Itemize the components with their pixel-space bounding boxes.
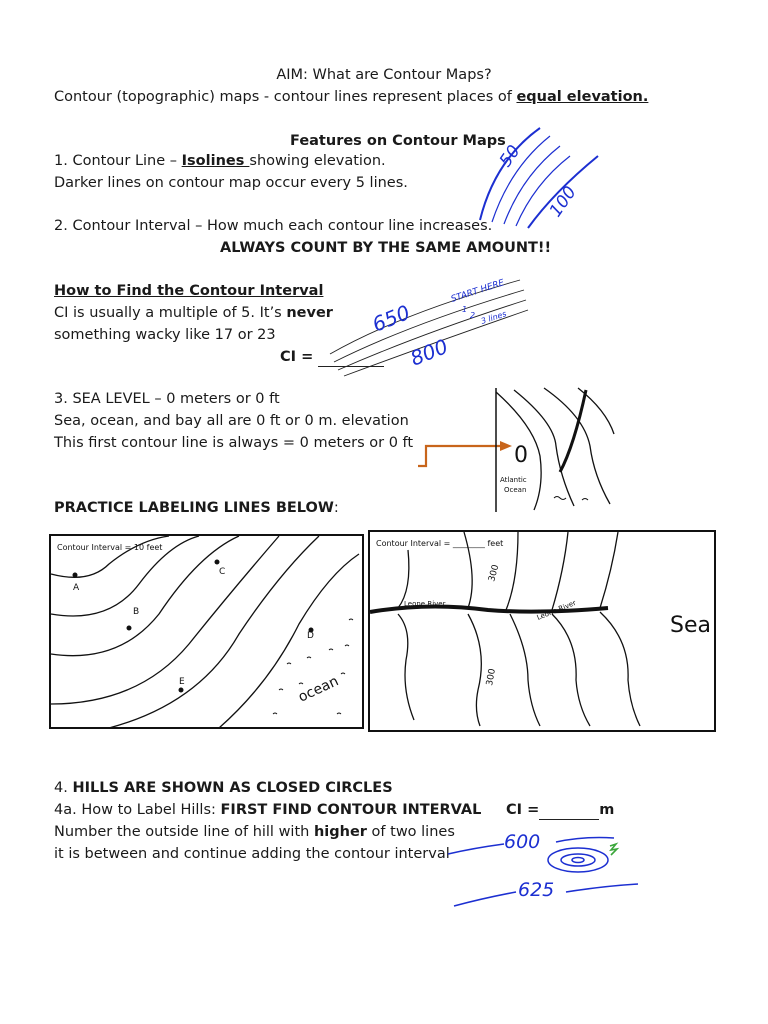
- hills-ci: CI = m: [506, 801, 614, 820]
- label-650: 650: [369, 300, 413, 337]
- sea-level-map: 0 Atlantic Ocean: [495, 387, 615, 512]
- map2-sea-label: Sea: [670, 613, 711, 638]
- hill-label-600: 600: [504, 831, 540, 853]
- point-c: C: [219, 567, 225, 577]
- hills-label-line: 4a. How to Label Hills: FIRST FIND CONTO…: [54, 801, 481, 819]
- definition-line: Contour (topographic) maps - contour lin…: [54, 88, 648, 106]
- map2-river-label-1: Leone River: [404, 600, 446, 608]
- definition-emphasis: equal elevation.: [516, 89, 649, 105]
- never-word: never: [286, 305, 333, 321]
- count-3: 3 lines: [480, 309, 508, 326]
- label-100: 100: [546, 183, 581, 221]
- hills-ci-label: CI =: [506, 802, 540, 818]
- how-to-text: CI is usually a multiple of 5. It’s: [54, 305, 287, 321]
- count-1: 1: [462, 305, 467, 314]
- point-e: E: [179, 677, 185, 687]
- practice-map-2: Contour Interval = ________ feet 300 300…: [368, 530, 716, 732]
- how-to-line1: CI is usually a multiple of 5. It’s neve…: [54, 304, 333, 322]
- ci-sketch: 650 800 START HERE 1 2 3 lines: [329, 278, 529, 377]
- how-to-line2: something wacky like 17 or 23: [54, 327, 276, 343]
- count-2: 2: [470, 311, 475, 320]
- item2-emphasis: ALWAYS COUNT BY THE SAME AMOUNT!!: [220, 240, 552, 256]
- hills-line2-text: Number the outside line of hill with: [54, 824, 314, 840]
- point-a: A: [73, 583, 80, 593]
- item1-post: showing elevation.: [249, 153, 386, 169]
- ocean-label: Ocean: [504, 486, 526, 494]
- sea-zero: 0: [514, 443, 528, 468]
- sea-level-line3: This first contour line is always = 0 me…: [54, 435, 414, 451]
- isolines-term: Isolines: [181, 153, 250, 169]
- hills-label-bold: FIRST FIND CONTOUR INTERVAL: [220, 802, 482, 818]
- point-d: D: [307, 631, 314, 641]
- hill-sketch: 600 625: [447, 831, 639, 907]
- practice-heading: PRACTICE LABELING LINES BELOW:: [54, 499, 339, 517]
- item2-line: 2. Contour Interval – How much each cont…: [54, 218, 493, 234]
- hill-label-625: 625: [518, 879, 554, 901]
- practice-heading-bold: PRACTICE LABELING LINES BELOW: [54, 500, 334, 516]
- start-here: START HERE: [450, 278, 506, 305]
- atlantic-label: Atlantic: [500, 476, 527, 484]
- contour-sketch: 50 100: [479, 127, 599, 229]
- map2-interval-label: Contour Interval = ________ feet: [376, 539, 503, 548]
- map2-interval-text: Contour Interval =: [376, 539, 453, 548]
- hills-heading: 4. HILLS ARE SHOWN AS CLOSED CIRCLES: [54, 779, 393, 797]
- sea-level-line1: 3. SEA LEVEL – 0 meters or 0 ft: [54, 391, 280, 407]
- hills-line2: Number the outside line of hill with hig…: [54, 823, 455, 841]
- map1-interval-label: Contour Interval = 10 feet: [57, 543, 162, 552]
- map2-elevation-1: 300: [487, 563, 501, 582]
- definition-text: Contour (topographic) maps - contour lin…: [54, 89, 517, 105]
- ci-label: CI =: [280, 349, 319, 365]
- aim-heading: AIM: What are Contour Maps?: [276, 67, 492, 83]
- item1-text: 1. Contour Line –: [54, 153, 182, 169]
- map2-interval-blank: ________: [452, 539, 486, 548]
- higher-word: higher: [313, 824, 367, 840]
- hills-ci-unit: m: [599, 802, 615, 818]
- hills-heading-bold: HILLS ARE SHOWN AS CLOSED CIRCLES: [72, 780, 393, 796]
- hills-line3: it is between and continue adding the co…: [54, 846, 450, 862]
- hills-ci-blank[interactable]: [539, 801, 600, 820]
- hills-line2-post: of two lines: [366, 824, 455, 840]
- arrow-to-sea: [418, 441, 512, 468]
- ci-question: CI =: [280, 348, 385, 367]
- hills-label-text: 4a. How to Label Hills:: [54, 802, 221, 818]
- how-to-heading: How to Find the Contour Interval: [54, 283, 324, 299]
- practice-heading-tail: :: [333, 500, 339, 516]
- item1-line2: Darker lines on contour map occur every …: [54, 175, 408, 191]
- point-b: B: [133, 607, 139, 617]
- item1-line: 1. Contour Line – Isolines showing eleva…: [54, 152, 386, 170]
- sea-level-line2: Sea, ocean, and bay all are 0 ft or 0 m.…: [54, 413, 409, 429]
- hills-number: 4.: [54, 780, 73, 796]
- ci-blank[interactable]: [318, 348, 385, 367]
- map2-interval-unit: feet: [485, 539, 503, 548]
- map2-elevation-2: 300: [485, 668, 498, 687]
- features-title: Features on Contour Maps: [290, 133, 506, 149]
- practice-map-1: Contour Interval = 10 feet A B C D E oce…: [49, 534, 364, 729]
